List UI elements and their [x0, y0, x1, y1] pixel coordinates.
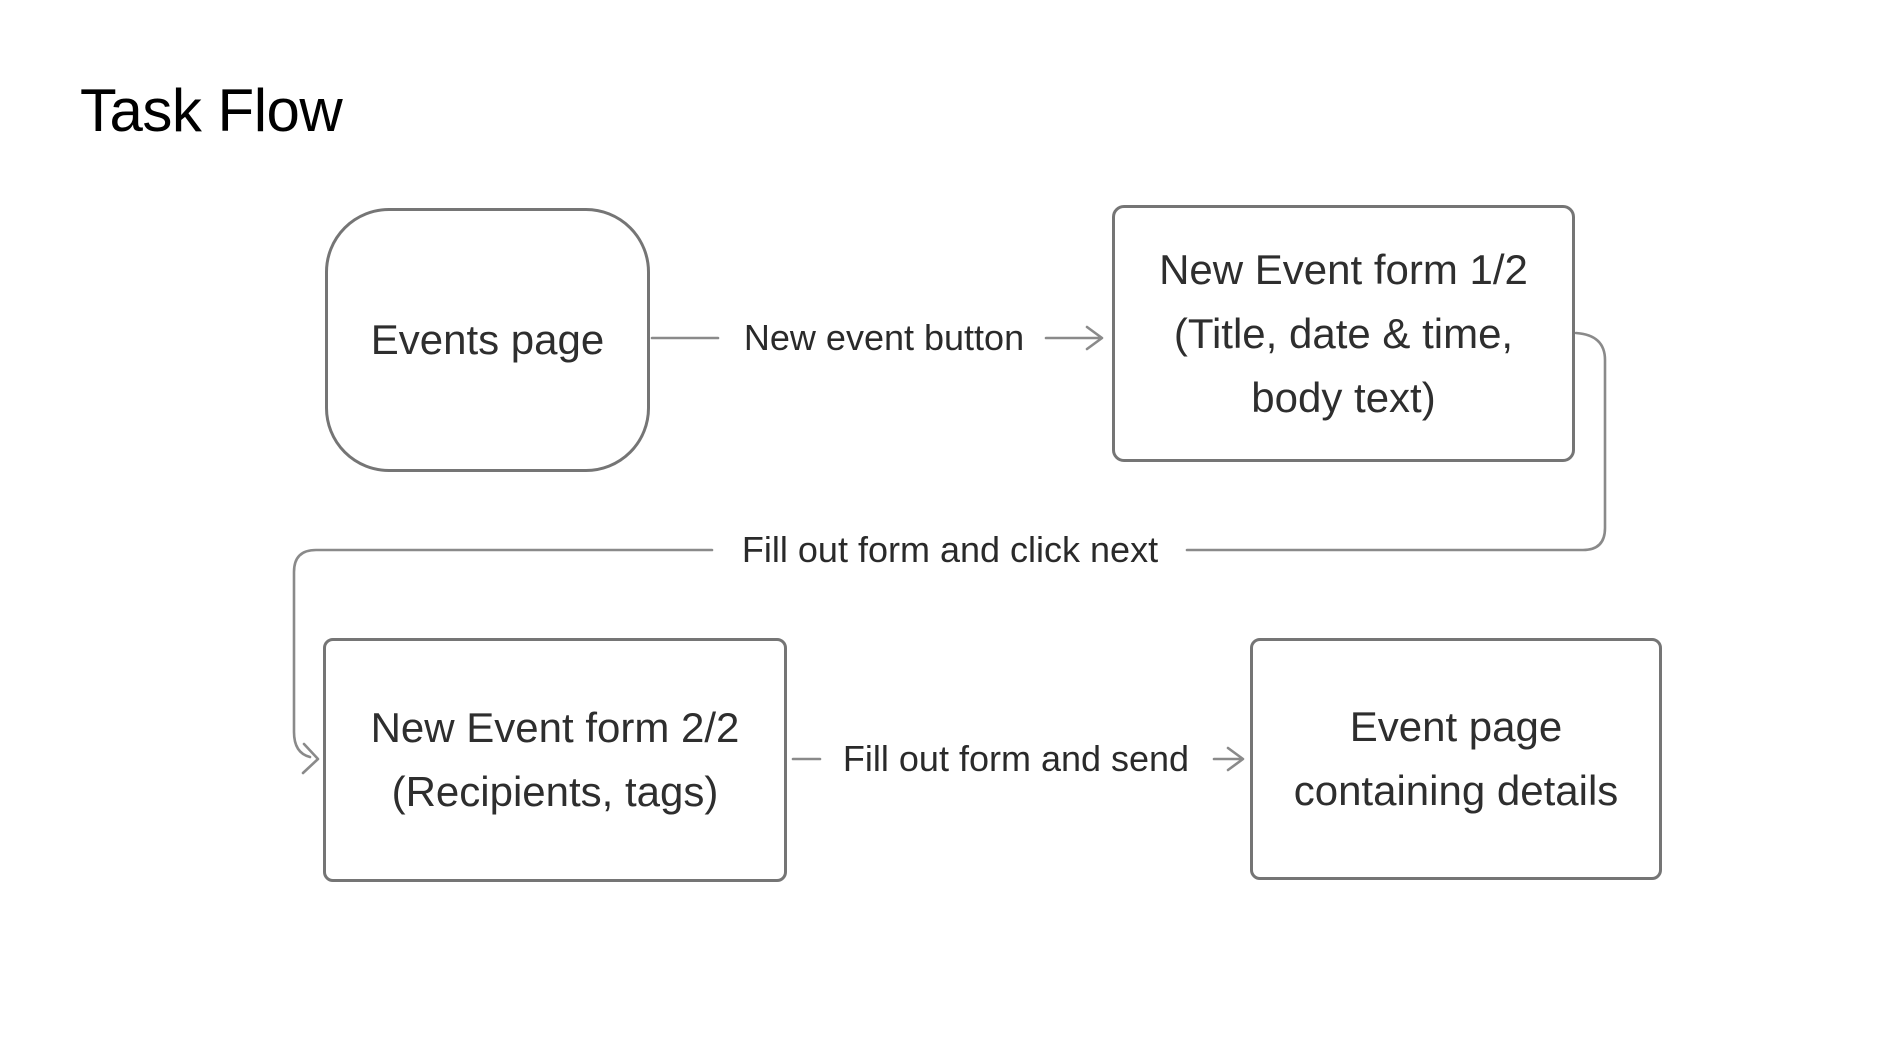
edge2-line-start: [1185, 331, 1607, 552]
node-label-line: Event page: [1349, 703, 1563, 750]
node-events-page: Events page: [325, 208, 650, 472]
node-label-line: (Title, date & time,: [1173, 309, 1514, 357]
edge2-arrow-icon: [292, 548, 714, 775]
node-event-page-details: Event page containing details: [1250, 638, 1662, 880]
node-label-line: Events page: [370, 316, 605, 363]
edge1-arrow-icon: [1044, 325, 1104, 351]
node-label-line: containing details: [1293, 767, 1619, 814]
edge-label-fill-out-form-send: Fill out form and send: [842, 738, 1190, 779]
node-new-event-form-1: New Event form 1/2 (Title, date & time, …: [1112, 205, 1575, 462]
page-title: Task Flow: [80, 77, 343, 144]
node-new-event-form-2: New Event form 2/2 (Recipients, tags): [323, 638, 787, 882]
edge-label-new-event-button: New event button: [743, 317, 1025, 358]
node-label-line: New Event form 2/2: [370, 704, 740, 751]
node-label-line: New Event form 1/2: [1159, 245, 1528, 293]
node-label-line: body text): [1251, 373, 1436, 421]
node-label-line: (Recipients, tags): [391, 768, 719, 815]
edge3-arrow-icon: [1212, 746, 1245, 772]
edge-label-fill-out-form-click-next: Fill out form and click next: [741, 529, 1159, 570]
